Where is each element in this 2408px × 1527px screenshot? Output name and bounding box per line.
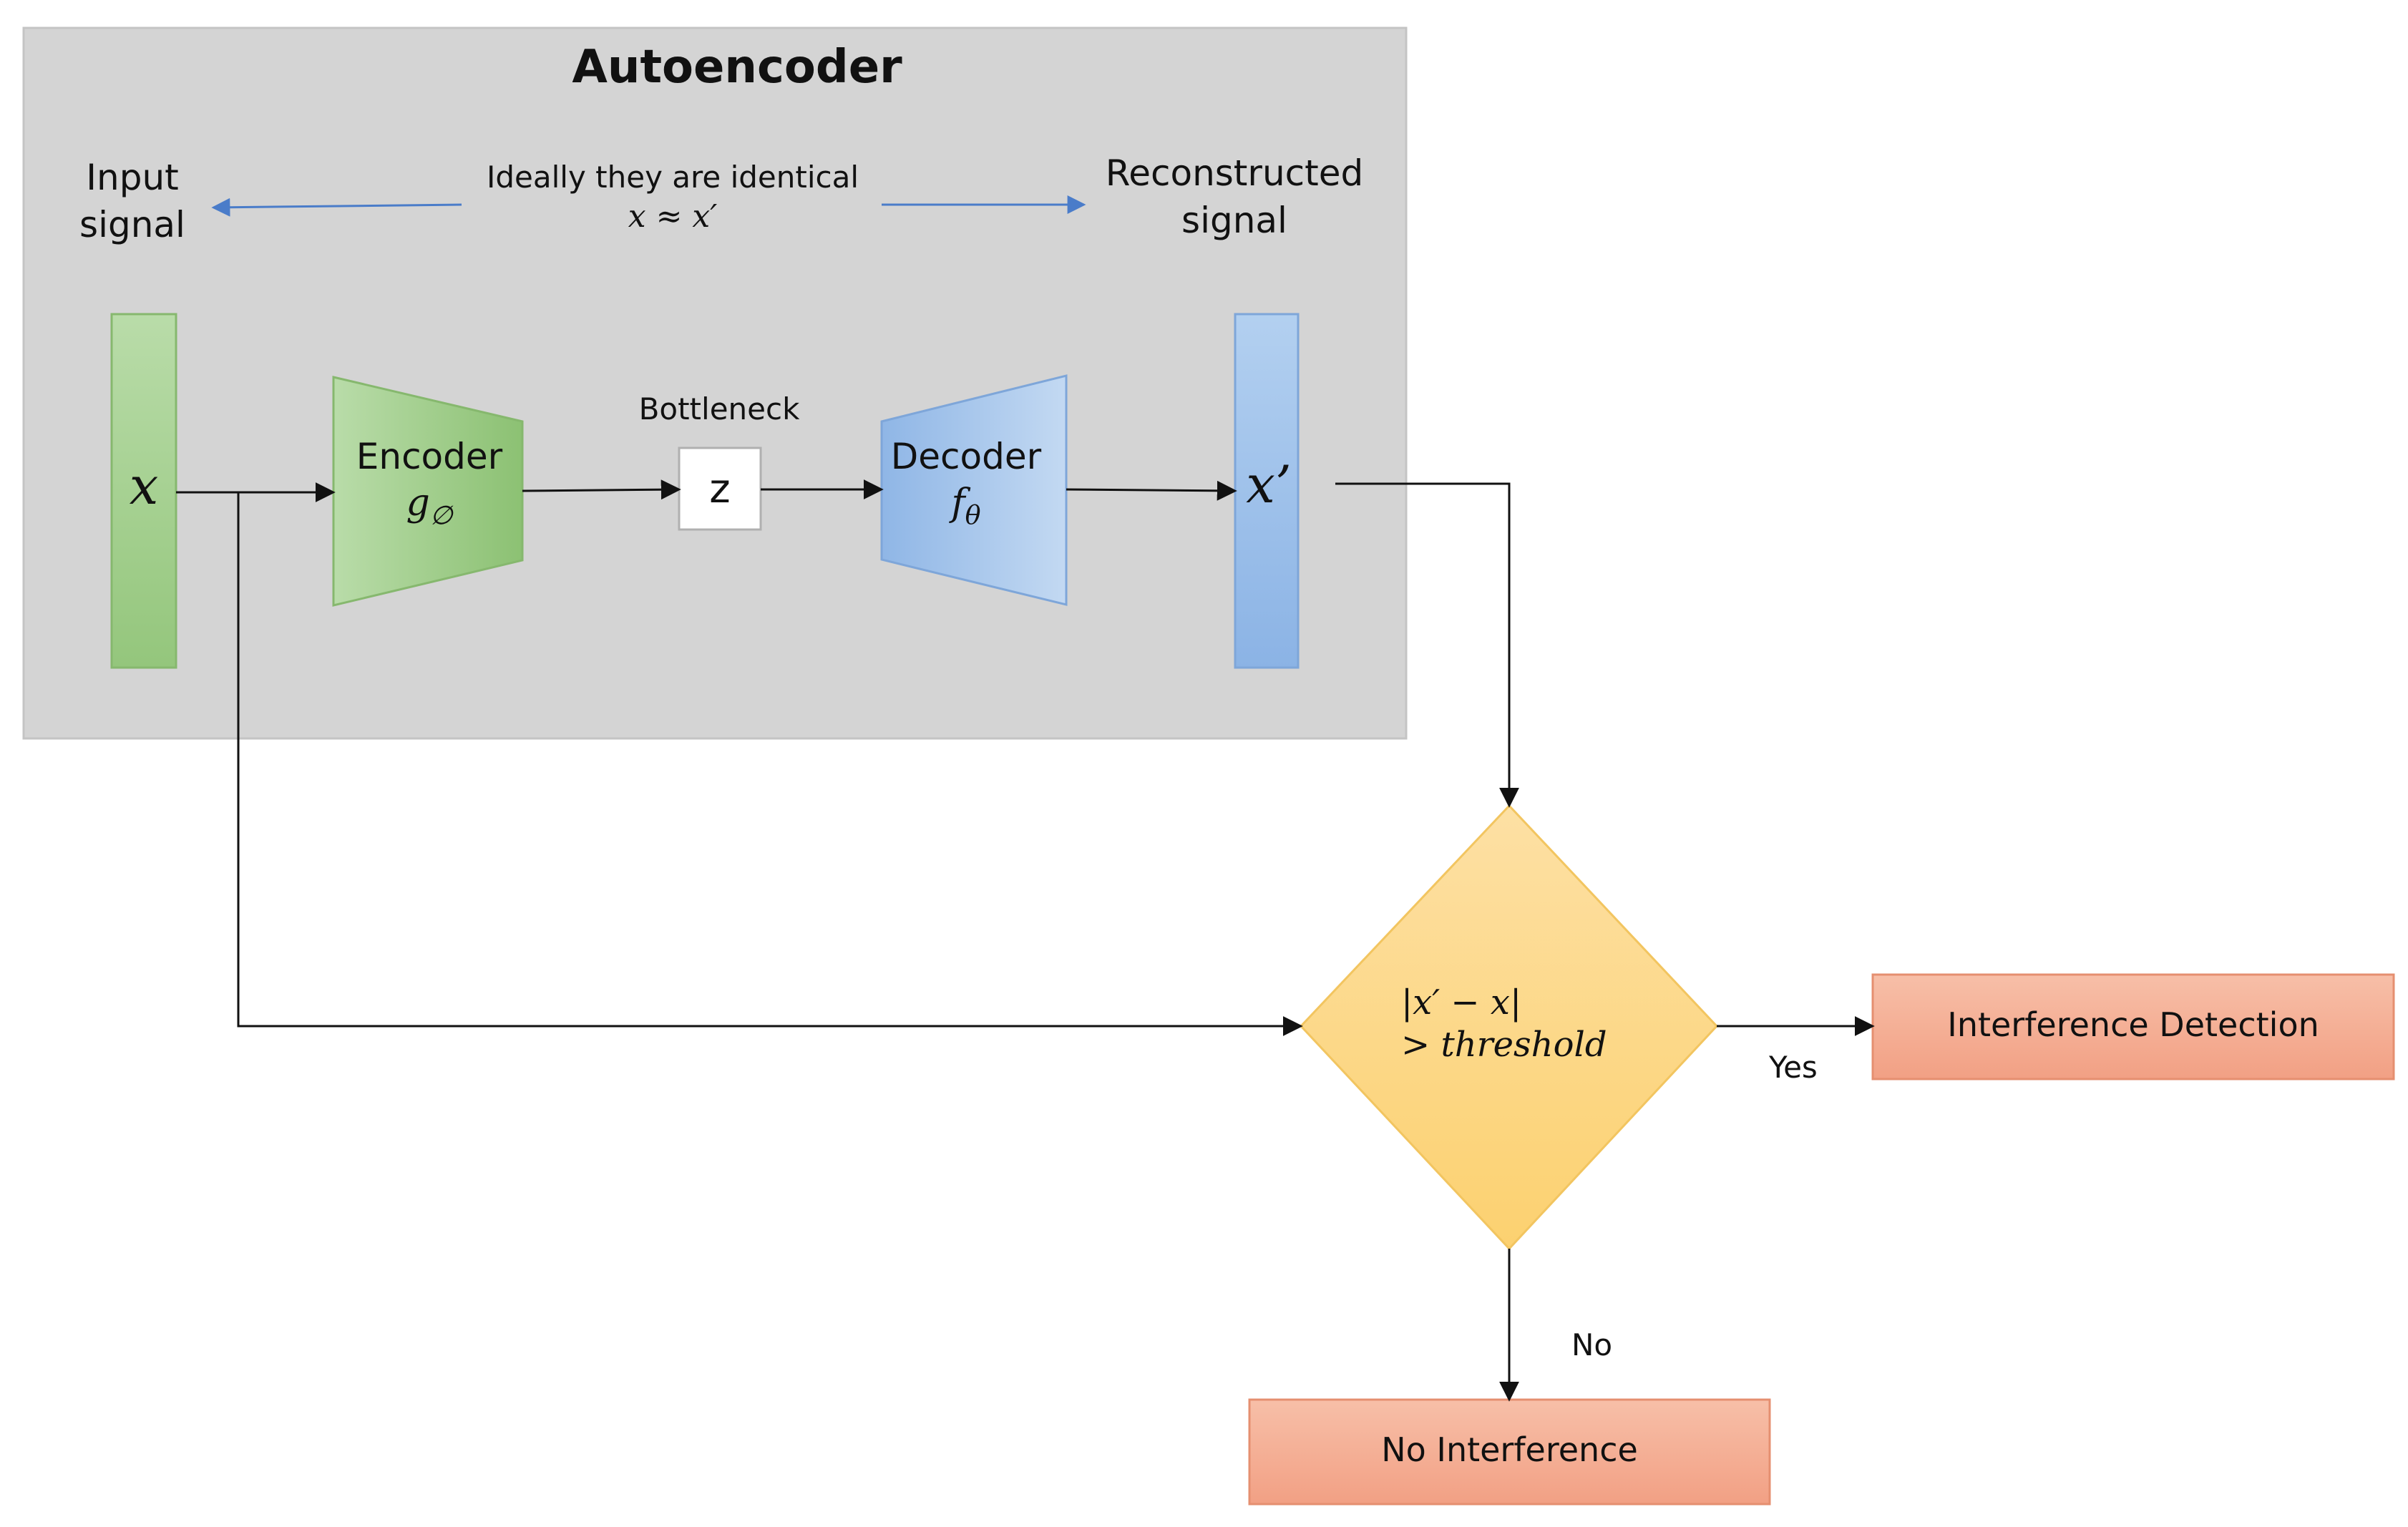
reconstructed-signal-label: Reconstructed signal bbox=[1088, 152, 1381, 241]
no-interference-box bbox=[1248, 1398, 1771, 1506]
input-label-line2: signal bbox=[79, 203, 185, 245]
arrow-output-to-decision bbox=[1335, 482, 1519, 808]
input-label-line1: Input bbox=[86, 157, 179, 198]
reconstructed-label-line1: Reconstructed bbox=[1105, 152, 1364, 194]
interference-detection-box bbox=[1871, 973, 2395, 1080]
arrow-decoder-to-output bbox=[1066, 480, 1237, 501]
identical-note: Ideally they are identical x ≈ x′ bbox=[465, 160, 880, 235]
decoder-symbol: fθ bbox=[874, 482, 1058, 531]
input-symbol: x bbox=[129, 456, 159, 516]
decoder-label: Decoder fθ bbox=[874, 436, 1058, 530]
reconstructed-symbol: x’ bbox=[1246, 454, 1292, 514]
encoder-block bbox=[332, 376, 524, 607]
bottleneck-node-label: z bbox=[709, 466, 731, 512]
encoder-title: Encoder bbox=[356, 436, 503, 477]
diagram-title: Autoencoder bbox=[572, 41, 902, 94]
no-label: No bbox=[1571, 1327, 1613, 1362]
encoder-label: Encoder g∅ bbox=[336, 436, 522, 530]
arrow-input-to-decision bbox=[237, 492, 1303, 1036]
arrow-encoder-to-bottleneck bbox=[522, 479, 681, 500]
decision-line2: > threshold bbox=[1401, 1025, 1607, 1065]
input-signal-bar bbox=[110, 313, 177, 669]
input-signal-label: Input signal bbox=[43, 157, 222, 245]
reconstructed-label-line2: signal bbox=[1181, 199, 1287, 241]
decoder-symbol-main: f bbox=[951, 481, 965, 525]
no-interference-label: No Interference bbox=[1381, 1430, 1638, 1469]
encoder-symbol-sub: ∅ bbox=[429, 499, 453, 531]
identical-note-line2: x ≈ x′ bbox=[628, 198, 718, 235]
identical-arrow-left bbox=[211, 197, 462, 217]
decoder-title: Decoder bbox=[890, 436, 1042, 477]
autoencoder-panel bbox=[22, 26, 1408, 740]
yes-label: Yes bbox=[1769, 1050, 1818, 1085]
decision-line1: |x′ − x| bbox=[1401, 982, 1522, 1023]
bottleneck-node bbox=[678, 447, 762, 531]
interference-detection-label: Interference Detection bbox=[1947, 1005, 2319, 1044]
decoder-block bbox=[880, 374, 1068, 606]
decision-condition: |x′ − x| > threshold bbox=[1401, 982, 1630, 1065]
decoder-symbol-sub: θ bbox=[965, 499, 981, 531]
identical-note-line1: Ideally they are identical bbox=[487, 160, 859, 195]
bottleneck-label: Bottleneck bbox=[638, 391, 800, 426]
encoder-symbol: g∅ bbox=[336, 482, 522, 531]
encoder-symbol-main: g bbox=[406, 481, 430, 525]
